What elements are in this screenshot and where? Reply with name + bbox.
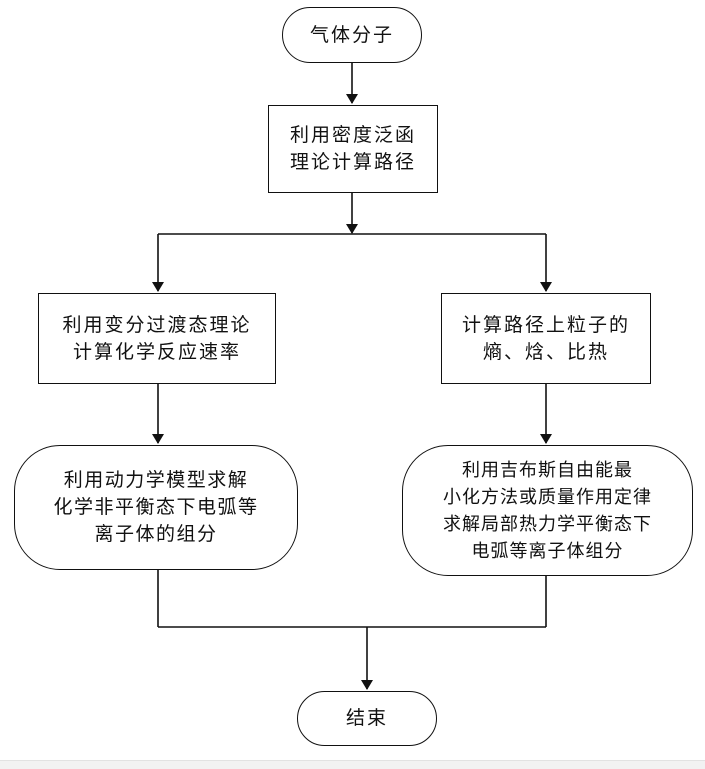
start-node-label: 气体分子 bbox=[309, 23, 394, 46]
entropy-process-label: 计算路径上粒子的 熵、焓、比热 bbox=[461, 313, 630, 363]
kinetics-result-box: 利用动力学模型求解 化学非平衡态下电弧等 离子体的组分 bbox=[14, 445, 298, 570]
gibbs-result-label: 利用吉布斯自由能最 小化方法或质量作用定律 求解局部热力学平衡态下 电弧等离子体… bbox=[443, 459, 652, 562]
entropy-process-box: 计算路径上粒子的 熵、焓、比热 bbox=[441, 293, 651, 384]
dft-process-label: 利用密度泛函 理论计算路径 bbox=[289, 124, 416, 173]
end-node-label: 结束 bbox=[345, 707, 388, 729]
end-node: 结束 bbox=[297, 691, 437, 746]
dft-process-box: 利用密度泛函 理论计算路径 bbox=[268, 105, 438, 193]
vtst-process-label: 利用变分过渡态理论 计算化学反应速率 bbox=[62, 313, 252, 363]
vtst-process-box: 利用变分过渡态理论 计算化学反应速率 bbox=[38, 293, 276, 384]
gibbs-result-box: 利用吉布斯自由能最 小化方法或质量作用定律 求解局部热力学平衡态下 电弧等离子体… bbox=[402, 445, 693, 576]
bottom-strip bbox=[0, 760, 705, 769]
kinetics-result-label: 利用动力学模型求解 化学非平衡态下电弧等 离子体的组分 bbox=[53, 469, 259, 545]
start-node: 气体分子 bbox=[282, 7, 422, 63]
